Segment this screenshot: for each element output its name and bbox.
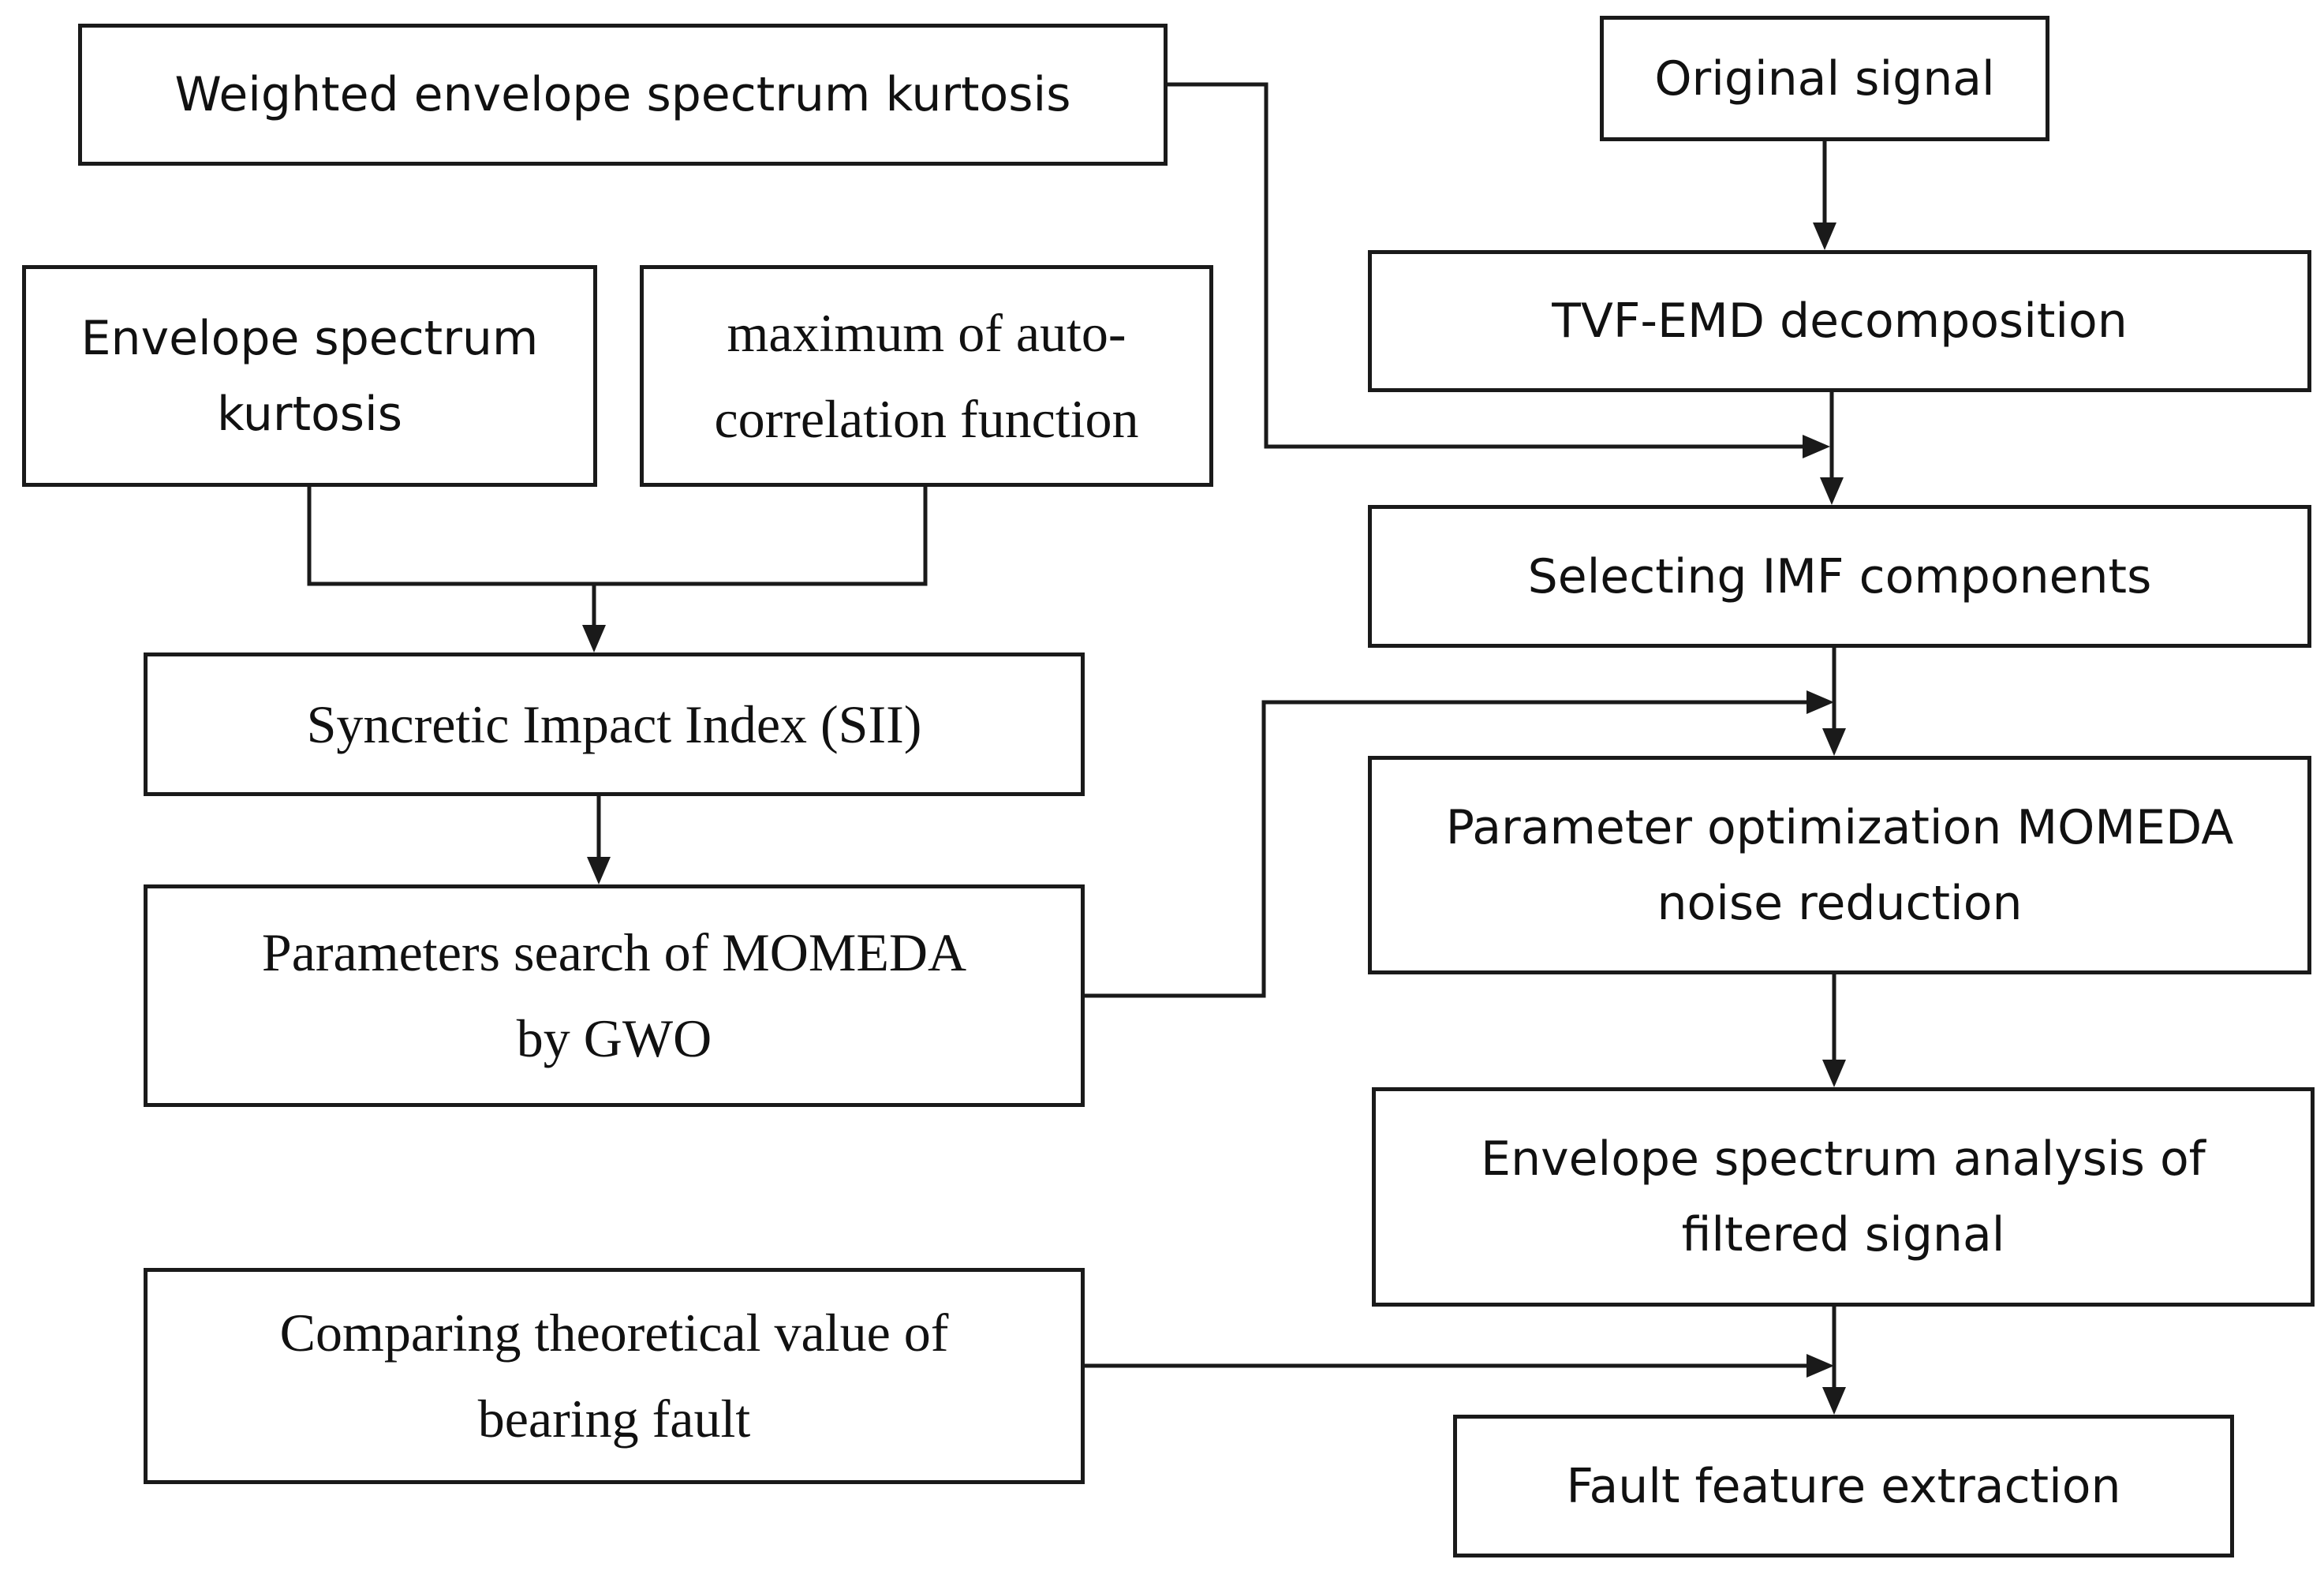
node-label-group: Envelope spectrum kurtosis (81, 301, 539, 452)
edge-esk-merge (307, 487, 928, 586)
arrowhead-imf (1820, 477, 1844, 505)
node-label-line2: by GWO (516, 1008, 712, 1068)
edge-search-feed (1085, 700, 1807, 998)
node-tvf-emd-decomposition: TVF-EMD decomposition (1368, 250, 2311, 392)
node-label-line2: filtered signal (1681, 1207, 2005, 1262)
node-label-group: Envelope spectrum analysis of filtered s… (1481, 1121, 2206, 1273)
arrowhead-search (587, 857, 611, 884)
arrowhead-tvf (1813, 222, 1836, 250)
edge-weighted-esk-feed (1168, 82, 1803, 449)
node-selecting-imf-components: Selecting IMF components (1368, 505, 2311, 648)
node-label: Original signal (1654, 50, 1995, 107)
node-label-line2: correlation function (714, 388, 1139, 449)
arrowhead-search-feed (1807, 690, 1834, 714)
node-original-signal: Original signal (1600, 16, 2049, 141)
node-envelope-spectrum-analysis: Envelope spectrum analysis of filtered s… (1372, 1087, 2315, 1307)
node-label-line2: bearing fault (477, 1389, 751, 1449)
arrowhead-weighted-esk (1803, 435, 1830, 458)
node-syncretic-impact-index: Syncretic Impact Index (SII) (144, 653, 1085, 796)
node-label-line1: Parameter optimization MOMEDA (1445, 799, 2234, 855)
node-label-line1: Envelope spectrum (80, 310, 539, 366)
node-label-group: Parameter optimization MOMEDA noise redu… (1446, 790, 2233, 941)
node-label: Syncretic Impact Index (SII) (306, 694, 922, 754)
node-label: TVF-EMD decomposition (1552, 294, 2128, 349)
node-label: Weighted envelope spectrum kurtosis (174, 67, 1071, 122)
node-comparing-theoretical-value: Comparing theoretical value of bearing f… (144, 1268, 1085, 1484)
node-fault-feature-extraction: Fault feature extraction (1453, 1415, 2234, 1557)
node-label-line1: Parameters search of MOMEDA (261, 922, 967, 983)
node-label-line2: kurtosis (216, 386, 402, 442)
node-label-group: Parameters search of MOMEDA by GWO (262, 910, 966, 1082)
arrowhead-sii (582, 625, 606, 653)
node-envelope-spectrum-kurtosis: Envelope spectrum kurtosis (22, 265, 597, 487)
arrowhead-momeda (1822, 728, 1846, 756)
node-label: Selecting IMF components (1527, 548, 2152, 604)
node-parameters-search: Parameters search of MOMEDA by GWO (144, 884, 1085, 1107)
arrowhead-compare (1807, 1354, 1834, 1378)
arrowhead-fault (1822, 1387, 1846, 1415)
node-label-line1: Envelope spectrum analysis of (1481, 1131, 2206, 1187)
node-label-line2: noise reduction (1657, 875, 2023, 931)
node-label-line1: Comparing theoretical value of (279, 1303, 949, 1363)
node-label-line1: maximum of auto- (727, 302, 1127, 363)
node-weighted-envelope-spectrum-kurtosis: Weighted envelope spectrum kurtosis (78, 24, 1168, 166)
node-label-group: Comparing theoretical value of bearing f… (280, 1290, 949, 1462)
node-momeda-noise-reduction: Parameter optimization MOMEDA noise redu… (1368, 756, 2311, 974)
node-label-group: maximum of auto- correlation function (714, 290, 1138, 462)
node-maximum-autocorrelation: maximum of auto- correlation function (640, 265, 1213, 487)
arrowhead-envelope (1822, 1060, 1846, 1087)
node-label: Fault feature extraction (1566, 1458, 2121, 1514)
